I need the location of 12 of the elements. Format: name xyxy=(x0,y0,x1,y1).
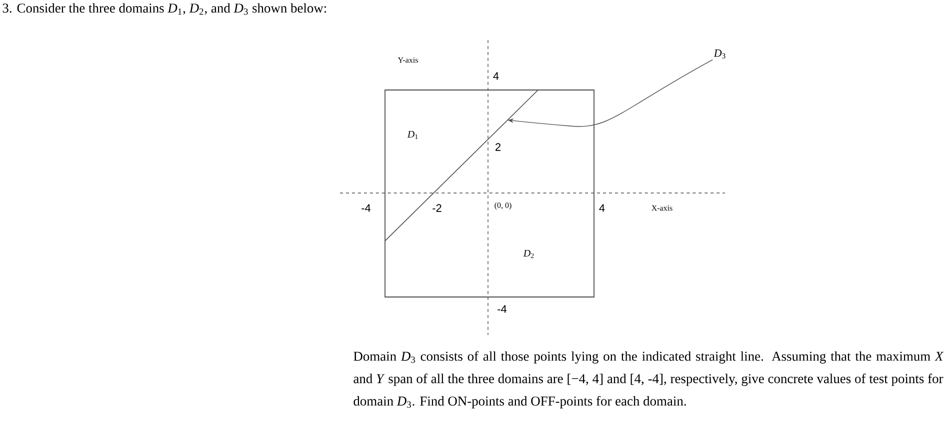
tick-label: -4 xyxy=(362,204,371,212)
title: 3. Consider the three domains D$_{1}$, D$_{2}$, and D$_{3}$ shown below: xyxy=(2,3,326,15)
tick-label: 4 xyxy=(493,72,499,80)
domain-label: D$_{3}$ xyxy=(714,50,726,58)
boundary-line xyxy=(384,90,538,242)
tick-label: -4 xyxy=(498,305,507,313)
domain-label: D$_{1}$ xyxy=(407,130,418,139)
caption: Domain D$_{3}$ consists of all those points lying on the indicated straight line. Assuming that the maximum X and Y span of all the three domains are [−4, 4] and [4, -4], respectively, give concrete values of test points for domain D$_{3}$. Find ON-points and OFF-points for each domain. xyxy=(354,351,944,408)
tick-label: 4 xyxy=(599,204,605,212)
tick-label: -2 xyxy=(432,204,442,212)
tick-label: 2 xyxy=(496,143,500,151)
domain-label: D$_{2}$ xyxy=(523,250,534,258)
